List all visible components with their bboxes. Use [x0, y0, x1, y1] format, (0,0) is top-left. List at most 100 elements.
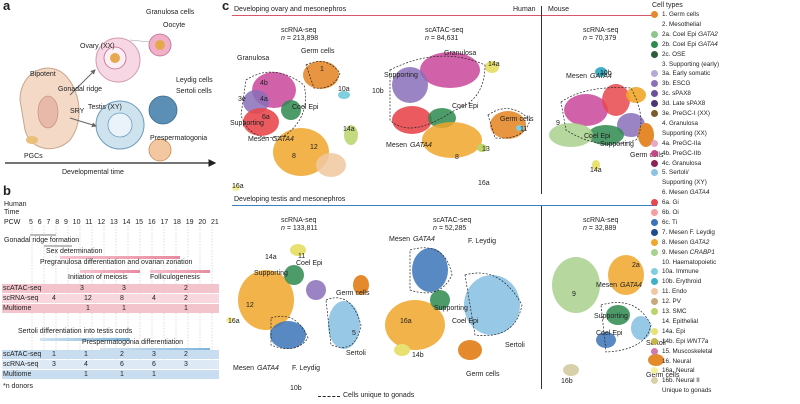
cluster-id: 13 [482, 146, 490, 153]
legend-label: 16b. Neural II [662, 377, 700, 385]
female-row-scrna [2, 294, 219, 303]
cluster-label-f-leydig: F. Leydig [292, 365, 321, 372]
legend-swatch [651, 169, 658, 177]
legend-item: 14a. Epi [651, 327, 686, 335]
pcw-tick: 7 [46, 219, 51, 226]
umap-assay: scRNA-seq [583, 217, 619, 224]
cluster-label-coel-epi: Coel Epi [596, 330, 623, 337]
male-row-scatac [2, 350, 219, 359]
cluster-id: 10b [290, 385, 302, 392]
legend-swatch [651, 308, 658, 315]
donor-count: 4 [52, 295, 56, 302]
umap-ovary-human-scrna [232, 61, 358, 191]
legend-swatch [651, 110, 658, 117]
legend-swatch [651, 90, 658, 98]
cluster-label-coel-epi: Coel Epi [296, 260, 323, 267]
cluster-id: 12 [246, 302, 254, 309]
donor-count: 6 [152, 361, 156, 368]
donor-count: 2 [184, 351, 188, 358]
legend-item: 6b. Oi [651, 209, 679, 216]
umap-n-value: = 133,811 [286, 225, 318, 232]
event-meiosis: Initiation of meiosis [68, 274, 128, 281]
donor-count: 1 [52, 351, 56, 358]
pcw-tick: 20 [198, 219, 207, 226]
cluster-label-supporting: Supporting [230, 120, 264, 127]
mesen-word: Mesen [248, 136, 270, 143]
legend-label: 14a. Epi [662, 327, 686, 335]
mesen-word: Mesen [386, 142, 408, 149]
legend-item: 14. Epithelial [662, 318, 698, 325]
label-prespermatogonia: Prespermatogonia [150, 135, 208, 142]
cluster-id: 11 [520, 126, 528, 133]
cluster-label-germ: Germ cells [301, 48, 335, 55]
cluster-id: 5 [352, 330, 356, 337]
pcw-tick: 12 [97, 219, 106, 226]
species-mouse: Mouse [548, 6, 570, 13]
legend-gene: GATA4 [698, 40, 718, 48]
timeline-grid [30, 226, 213, 374]
umap-n: n = 32,889 [583, 225, 616, 233]
section-title-ovary: Developing ovary and mesonephros [234, 6, 347, 13]
cluster-id: 12 [310, 144, 318, 151]
testis-divider [232, 205, 657, 206]
cluster-id: 16a [232, 183, 244, 190]
pcw-tick: 10 [72, 219, 81, 226]
pcw-tick: 21 [211, 219, 219, 226]
legend-label: 10. Haematopoietic [662, 258, 717, 266]
legend-swatch [651, 288, 658, 296]
legend-item: 10a. Immune [651, 268, 699, 276]
donor-count: 2 [184, 295, 188, 302]
cluster-label-f-leydig: F. Leydig [468, 238, 497, 245]
legend-title: Cell types [652, 2, 683, 9]
pcw-axis: 5 6 7 8 9 10 11 12 13 14 15 16 17 18 19 … [29, 219, 219, 227]
donor-count: 1 [152, 371, 156, 378]
row-label: scRNA-seq [3, 361, 39, 368]
cluster-label-granulosa: Granulosa [237, 55, 270, 62]
cluster-id: 14a [590, 167, 602, 174]
legend-item: 15. Muscoskeletal [651, 347, 712, 355]
legend-item: 3. Supporting (early) [662, 61, 719, 68]
legend-swatch [651, 139, 658, 147]
donor-count: 3 [152, 351, 156, 358]
legend-label: 12. PV [662, 298, 681, 306]
umap-assay: scRNA-seq [583, 27, 619, 34]
gata4-gene: GATA4 [620, 282, 642, 289]
row-label: scATAC-seq [3, 351, 42, 358]
label-granulosa-cells: Granulosa cells [146, 9, 195, 16]
legend-label: 13. SMC [662, 308, 687, 315]
umap-testis-human-scatac [385, 247, 523, 360]
legend-label: 8. Mesen [662, 238, 690, 246]
donor-count: 1 [84, 351, 88, 358]
cluster-label-granulosa: Granulosa [444, 50, 477, 57]
legend-item: 6a. Gi [651, 199, 679, 207]
gata4-gene: GATA4 [410, 142, 432, 149]
donor-count: 1 [122, 305, 126, 312]
legend-label: 4b. PreGC-IIb [662, 149, 701, 157]
n-symbol: n [583, 225, 587, 232]
umap-n: n = 133,811 [281, 225, 318, 233]
legend-label: 7. Mesen F. Leydig [662, 228, 715, 236]
n-symbol: n [281, 35, 285, 42]
legend-swatch [651, 238, 658, 246]
human-mouse-divider-bottom [541, 206, 542, 389]
label-leydig-cells: Leydig cells [176, 77, 213, 84]
legend-label: 4. Granulosa [662, 119, 699, 127]
n-symbol: n [425, 35, 429, 42]
cluster-label-germ: Germ cells [500, 116, 534, 123]
legend-label: 6c. Ti [662, 218, 678, 226]
cluster-id: 4b [260, 80, 268, 87]
cluster-id: 14a [265, 254, 277, 261]
cluster-label-germ: Germ cells [466, 371, 500, 378]
legend-label: 14b. Epi [662, 337, 687, 345]
umap-n-value: = 70,379 [588, 35, 617, 42]
event-folliculogenesis: Folliculogenesis [150, 274, 200, 281]
legend-label: 4c. Granulosa [662, 159, 702, 167]
cluster-id: 3e [238, 96, 246, 103]
n-symbol: n [433, 225, 437, 232]
row-label: scATAC-seq [3, 285, 42, 292]
male-row-multiome [2, 370, 219, 379]
legend-item: 12. PV [651, 298, 681, 306]
gata4-gene: GATA4 [590, 73, 612, 80]
legend-item: 4. Granulosa [662, 120, 698, 127]
legend-item: 7. Mesen F. Leydig [651, 228, 715, 236]
